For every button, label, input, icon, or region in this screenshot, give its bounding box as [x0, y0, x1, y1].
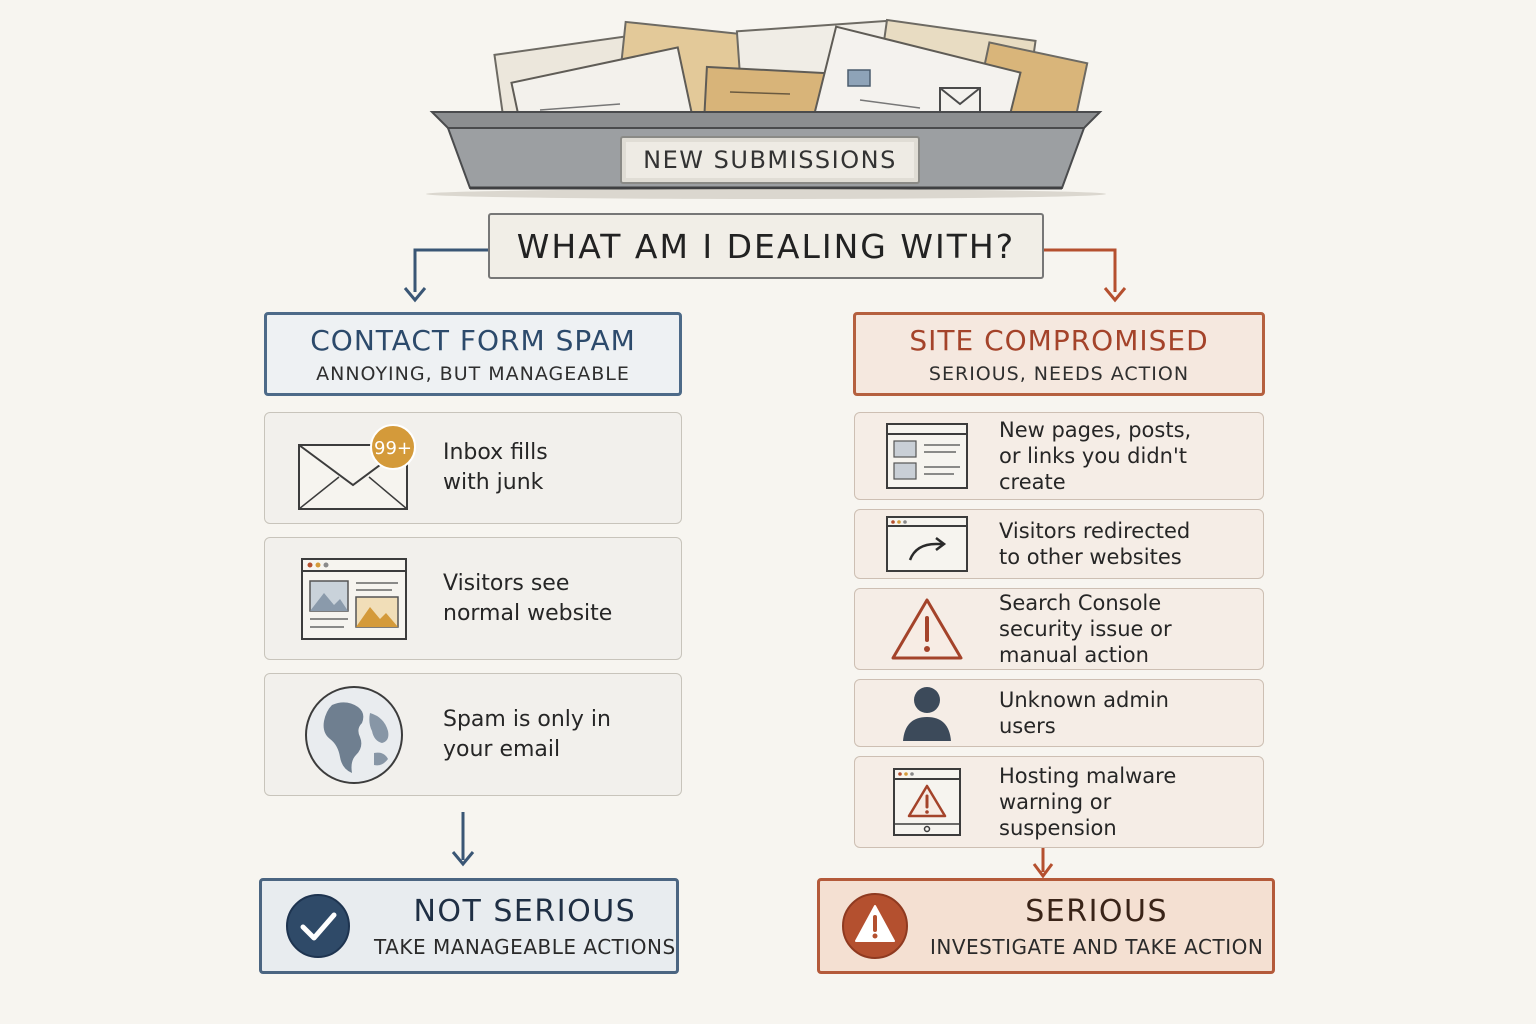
spam-sign-email-only-line-2: your email: [443, 736, 561, 762]
compromise-sign-redirect: Visitors redirected to other websites: [854, 509, 1264, 579]
site-compromised-title: SITE COMPROMISED: [909, 323, 1209, 357]
spam-sign-normal-site-line-1: Visitors see: [443, 570, 570, 596]
new-submissions-label: NEW SUBMISSIONS: [620, 136, 920, 184]
compromise-sign-hosting-malware-line-2: warning or: [999, 790, 1112, 814]
spam-sign-inbox-line-2: with junk: [443, 470, 544, 495]
compromise-sign-hosting-malware-line-3: suspension: [999, 816, 1117, 840]
badge-count: 99+: [374, 438, 412, 459]
envelope-icon: 99+: [265, 423, 443, 513]
question-banner: WHAT AM I DEALING WITH?: [488, 213, 1044, 279]
globe-icon: [265, 683, 443, 787]
spam-sign-email-only-line-1: Spam is only in: [443, 706, 611, 732]
spam-sign-inbox-line-1: Inbox fills: [443, 440, 548, 465]
compromise-sign-new-pages-line-3: create: [999, 470, 1066, 494]
connector-right: [1040, 248, 1117, 292]
compromise-sign-search-console: Search Console security issue or manual …: [854, 588, 1264, 670]
redirect-arrow-icon: [855, 514, 999, 574]
site-compromised-subtitle: SERIOUS, NEEDS ACTION: [928, 362, 1190, 385]
checkmark-icon: [262, 892, 374, 960]
connector-left: [413, 248, 488, 292]
contact-form-spam-subtitle: ANNOYING, BUT MANAGEABLE: [316, 362, 630, 385]
compromise-sign-search-console-line-2: security issue or: [999, 617, 1172, 641]
spam-sign-normal-site: Visitors see normal website: [264, 537, 682, 660]
browser-window-icon: [265, 555, 443, 643]
serious-verdict: SERIOUS INVESTIGATE AND TAKE ACTION: [817, 878, 1275, 974]
compromise-sign-redirect-line-1: Visitors redirected: [999, 519, 1191, 543]
contact-form-spam-title: CONTACT FORM SPAM: [310, 323, 636, 357]
web-page-icon: [855, 421, 999, 491]
serious-subtitle: INVESTIGATE AND TAKE ACTION: [930, 934, 1264, 959]
compromise-sign-unknown-admin-line-1: Unknown admin: [999, 688, 1169, 712]
warning-icon: [820, 891, 930, 961]
user-silhouette-icon: [855, 683, 999, 743]
compromise-sign-unknown-admin: Unknown admin users: [854, 679, 1264, 747]
not-serious-title: NOT SERIOUS: [413, 893, 637, 929]
compromise-sign-hosting-malware-line-1: Hosting malware: [999, 764, 1177, 788]
serious-title: SERIOUS: [1025, 893, 1169, 929]
warning-triangle-icon: [855, 596, 999, 662]
malware-warning-icon: [855, 766, 999, 838]
spam-sign-normal-site-line-2: normal website: [443, 600, 613, 626]
compromise-sign-unknown-admin-line-2: users: [999, 714, 1056, 738]
compromise-sign-search-console-line-1: Search Console: [999, 591, 1162, 615]
compromise-sign-new-pages-line-1: New pages, posts,: [999, 418, 1192, 442]
not-serious-verdict: NOT SERIOUS TAKE MANAGEABLE ACTIONS: [259, 878, 679, 974]
compromise-sign-search-console-line-3: manual action: [999, 643, 1149, 667]
spam-sign-inbox: 99+ Inbox fills with junk: [264, 412, 682, 524]
compromise-sign-hosting-malware: Hosting malware warning or suspension: [854, 756, 1264, 848]
compromise-sign-new-pages-line-2: or links you didn't: [999, 444, 1187, 468]
compromise-sign-new-pages: New pages, posts, or links you didn't cr…: [854, 412, 1264, 500]
site-compromised-header: SITE COMPROMISED SERIOUS, NEEDS ACTION: [853, 312, 1265, 396]
spam-sign-email-only: Spam is only in your email: [264, 673, 682, 796]
compromise-sign-redirect-line-2: to other websites: [999, 545, 1182, 569]
not-serious-subtitle: TAKE MANAGEABLE ACTIONS: [374, 934, 676, 959]
contact-form-spam-header: CONTACT FORM SPAM ANNOYING, BUT MANAGEAB…: [264, 312, 682, 396]
